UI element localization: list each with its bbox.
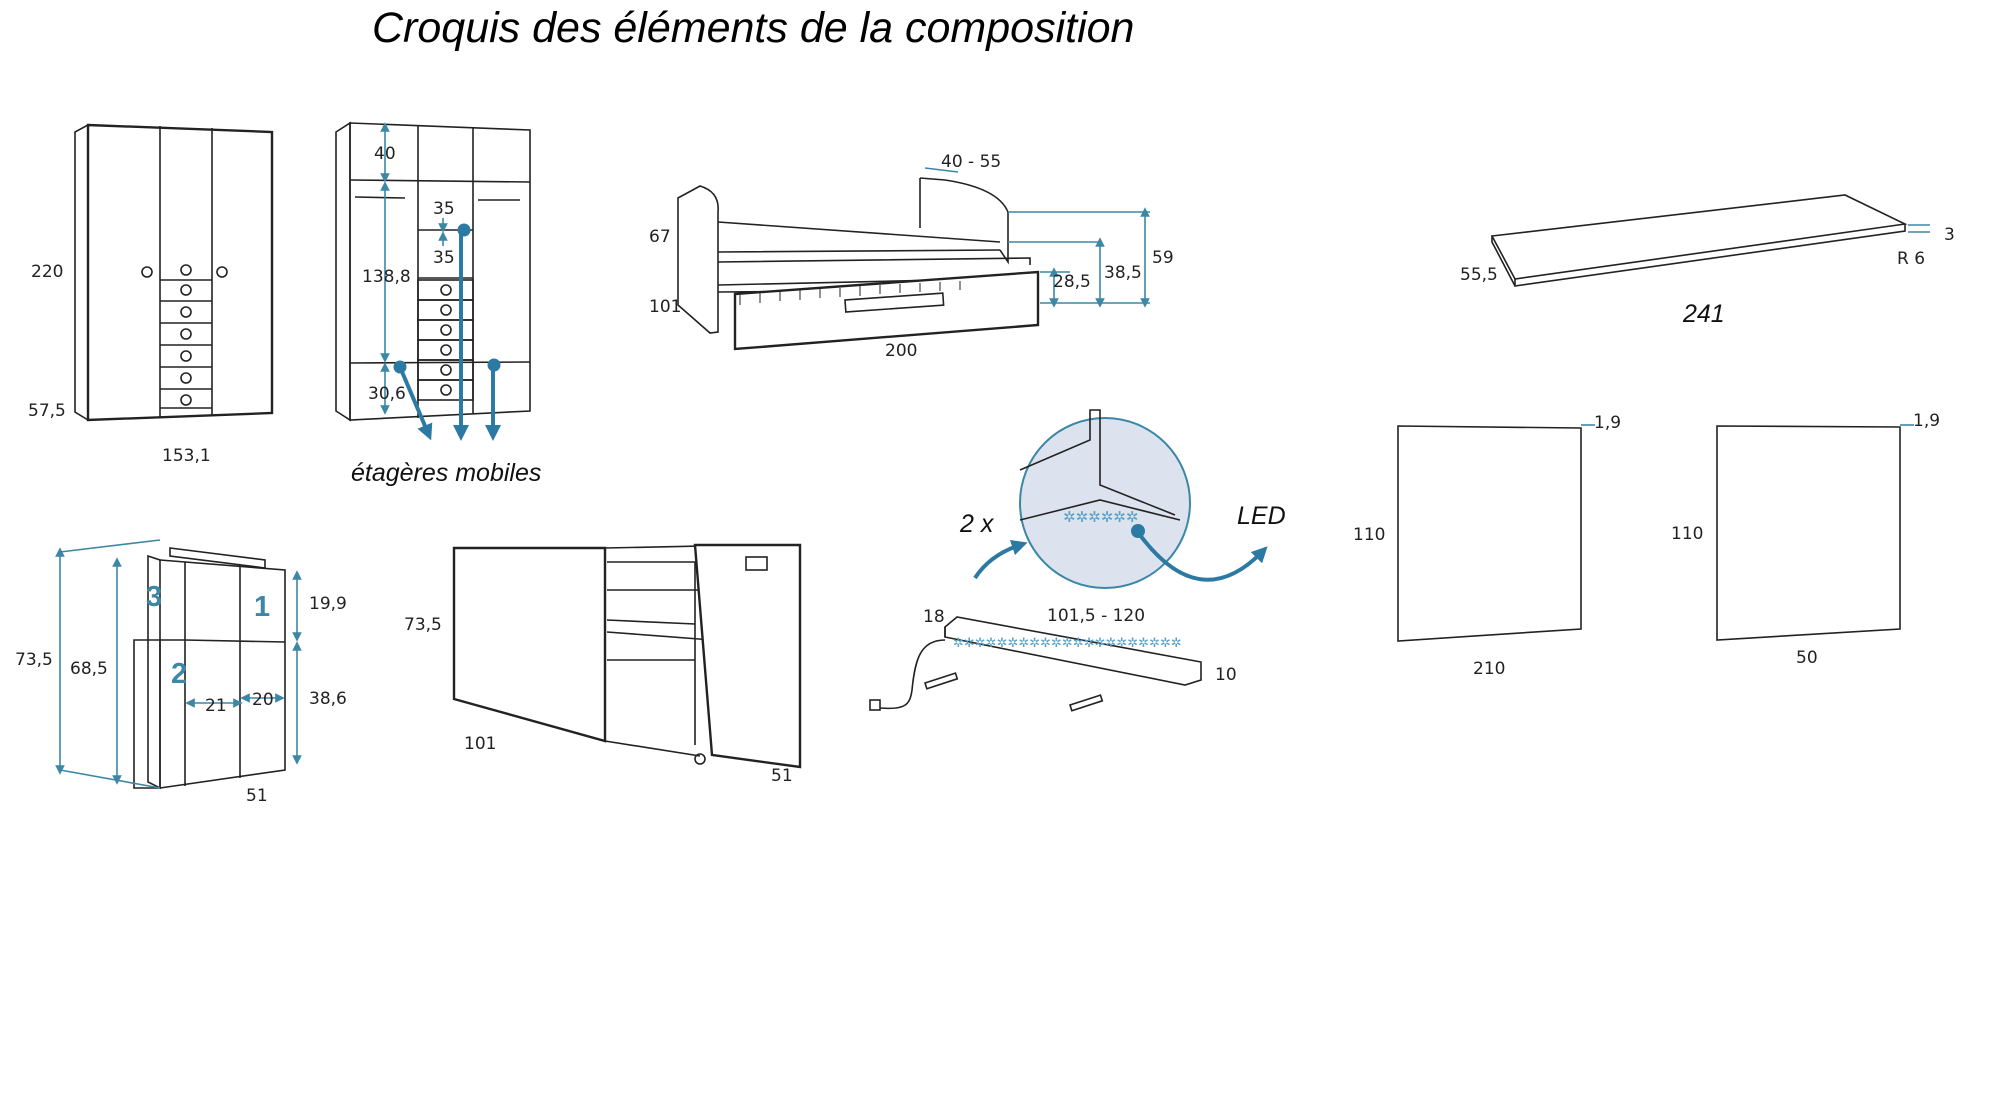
shelf-unit-width-a-label: 21 xyxy=(205,696,227,716)
interior-bottom-label: 30,6 xyxy=(368,384,406,404)
wardrobe-width-label: 153,1 xyxy=(162,446,211,466)
panel-large-height-label: 110 xyxy=(1353,525,1385,545)
panel-small-height-label: 110 xyxy=(1671,524,1703,544)
panel-small-drawing: 1,9 110 50 xyxy=(1671,411,1940,668)
bed-total-height-label: 59 xyxy=(1152,248,1174,268)
worktop-depth-label: 55,5 xyxy=(1460,265,1498,285)
page-title: Croquis des éléments de la composition xyxy=(372,4,1135,52)
shelf-unit-number-3: 3 xyxy=(146,581,162,613)
mobile-shelves-caption: étagères mobiles xyxy=(351,459,541,487)
wardrobe-base-label: 57,5 xyxy=(28,401,66,421)
wardrobe-interior-drawing: 40 35 35 138,8 30,6 étagères mobiles xyxy=(335,121,541,487)
bed-depth-label: 101 xyxy=(649,297,681,317)
interior-hanging-label: 138,8 xyxy=(362,267,411,287)
shelf-unit-total-height-label: 73,5 xyxy=(15,650,53,670)
bed-length-label: 200 xyxy=(885,341,917,361)
panel-large-drawing: 1,9 110 210 xyxy=(1353,413,1621,679)
worktop-radius-label: R 6 xyxy=(1897,249,1925,269)
shelf-unit-lower-label: 38,6 xyxy=(309,689,347,709)
wardrobe-drawing: 220 57,5 153,1 xyxy=(28,123,274,466)
shelf-unit-upper-label: 19,9 xyxy=(309,594,347,614)
desk-width-label: 101 xyxy=(464,734,496,754)
svg-text:✲✲✲✲✲✲✲✲✲✲✲✲✲✲✲✲✲✲✲✲✲: ✲✲✲✲✲✲✲✲✲✲✲✲✲✲✲✲✲✲✲✲✲ xyxy=(953,636,1182,651)
wardrobe-height-label: 220 xyxy=(31,262,63,282)
led-length-label: 101,5 - 120 xyxy=(1047,606,1145,626)
desk-depth-label: 51 xyxy=(771,766,793,786)
worktop-length-label: 241 xyxy=(1682,300,1725,328)
desk-height-label: 73,5 xyxy=(404,615,442,635)
bed-guard-label: 40 - 55 xyxy=(941,152,1001,172)
led-left-label: 18 xyxy=(923,607,945,627)
led-label: LED xyxy=(1237,502,1286,530)
led-drawing: ✲✲✲✲✲✲ ✲✲✲✲✲✲✲✲✲✲✲✲✲✲✲✲✲✲✲✲✲ 2 x LED 101… xyxy=(869,409,1286,712)
bed-drawing: 40 - 55 67 101 200 28,5 38,5 59 xyxy=(649,152,1174,361)
interior-top-label: 40 xyxy=(374,144,396,164)
interior-shelf-a-label: 35 xyxy=(433,199,455,219)
worktop-thickness-label: 3 xyxy=(1944,225,1955,245)
panel-large-thickness-label: 1,9 xyxy=(1594,413,1621,433)
panel-small-thickness-label: 1,9 xyxy=(1913,411,1940,431)
shelf-unit-depth-label: 51 xyxy=(246,786,268,806)
interior-shelf-b-label: 35 xyxy=(433,248,455,268)
worktop-drawing: 55,5 241 3 R 6 xyxy=(1460,194,1955,328)
led-right-label: 10 xyxy=(1215,665,1237,685)
shelf-unit-number-1: 1 xyxy=(254,591,270,623)
bed-drawer-height-label: 28,5 xyxy=(1053,272,1091,292)
shelf-unit-width-b-label: 20 xyxy=(252,690,274,710)
led-count-label: 2 x xyxy=(959,510,995,538)
svg-text:✲✲✲✲✲✲: ✲✲✲✲✲✲ xyxy=(1063,508,1138,526)
shelf-unit-drawing: 73,5 68,5 19,9 38,6 21 20 51 3 1 2 xyxy=(15,539,347,806)
panel-large-width-label: 210 xyxy=(1473,659,1505,679)
shelf-unit-number-2: 2 xyxy=(171,658,187,690)
panel-small-width-label: 50 xyxy=(1796,648,1818,668)
desk-drawing: 73,5 101 51 xyxy=(404,543,802,786)
bed-left-height-label: 67 xyxy=(649,227,671,247)
bed-mid-height-label: 38,5 xyxy=(1104,263,1142,283)
shelf-unit-inner-height-label: 68,5 xyxy=(70,659,108,679)
